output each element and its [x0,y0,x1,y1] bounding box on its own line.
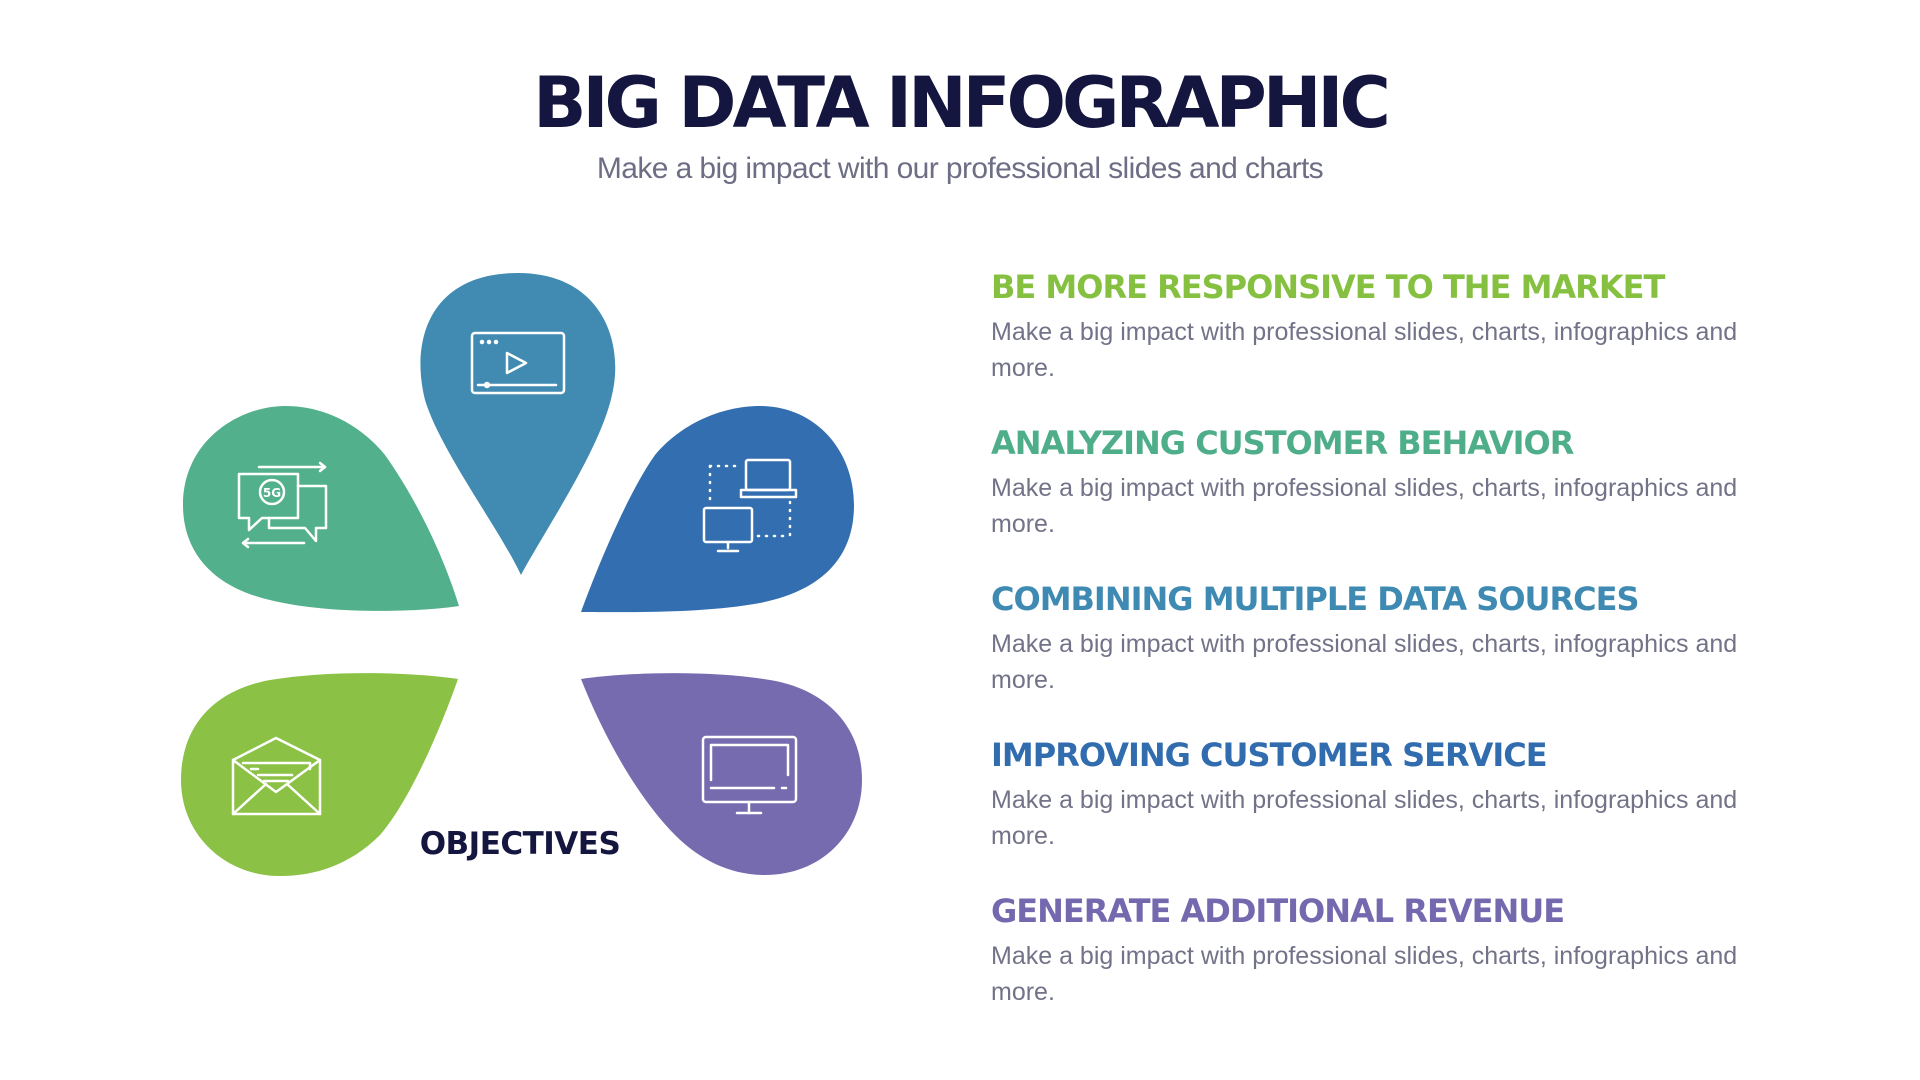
petal-upper-left: 5G [183,406,459,611]
item-heading: COMBINING MULTIPLE DATA SOURCES [991,580,1640,618]
petal-lower-right [581,673,862,875]
item-heading: IMPROVING CUSTOMER SERVICE [991,736,1548,774]
list-item: GENERATE ADDITIONAL REVENUE Make a big i… [991,890,1791,1046]
open-envelope-icon [231,736,322,816]
item-heading: BE MORE RESPONSIVE TO THE MARKET [991,268,1665,306]
item-heading: GENERATE ADDITIONAL REVENUE [991,892,1565,930]
monitor-icon [701,735,798,815]
item-body: Make a big impact with professional slid… [991,474,1738,538]
list-item: BE MORE RESPONSIVE TO THE MARKET Make a … [991,266,1791,422]
connected-devices-icon [702,458,798,553]
objectives-petal-diagram: 5G [181,273,862,876]
item-body: Make a big impact with professional slid… [991,786,1738,850]
petal-upper-right [581,406,854,613]
5g-chat-icon [237,461,328,549]
petal-lower-left [181,673,458,876]
list-item: COMBINING MULTIPLE DATA SOURCES Make a b… [991,578,1791,734]
list-item: IMPROVING CUSTOMER SERVICE Make a big im… [991,734,1791,890]
petal-top [420,273,616,575]
page-subtitle: Make a big impact with our professional … [596,152,1324,185]
item-heading: ANALYZING CUSTOMER BEHAVIOR [991,424,1574,462]
objectives-label: OBJECTIVES [419,826,621,862]
list-item: ANALYZING CUSTOMER BEHAVIOR Make a big i… [991,422,1791,578]
page-title: BIG DATA INFOGRAPHIC [533,62,1391,144]
5g-label: 5G [263,486,281,500]
objectives-list: BE MORE RESPONSIVE TO THE MARKET Make a … [991,266,1791,1046]
item-body: Make a big impact with professional slid… [991,942,1738,1006]
item-body: Make a big impact with professional slid… [991,318,1738,382]
item-body: Make a big impact with professional slid… [991,630,1738,694]
video-player-icon [470,331,566,395]
